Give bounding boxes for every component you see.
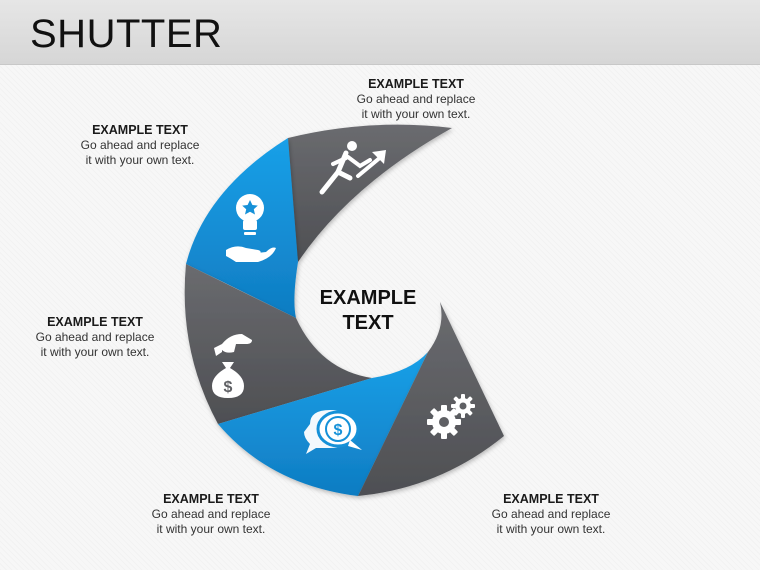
callout-body: Go ahead and replace it with your own te… bbox=[461, 507, 641, 537]
callout-top-right: EXAMPLE TEXT Go ahead and replace it wit… bbox=[326, 77, 506, 122]
callout-line2: it with your own text. bbox=[85, 153, 195, 167]
callout-body: Go ahead and replace it with your own te… bbox=[5, 330, 185, 360]
callout-left: EXAMPLE TEXT Go ahead and replace it wit… bbox=[5, 315, 185, 360]
center-label: EXAMPLE TEXT bbox=[300, 286, 436, 336]
callout-body: Go ahead and replace it with your own te… bbox=[121, 507, 301, 537]
callout-line2: it with your own text. bbox=[361, 107, 471, 121]
center-label-line2: TEXT bbox=[342, 312, 394, 334]
callout-body: Go ahead and replace it with your own te… bbox=[326, 92, 506, 122]
callout-heading: EXAMPLE TEXT bbox=[163, 492, 259, 506]
dollar-speech-bubble-icon: $ bbox=[304, 410, 362, 454]
callout-top-left: EXAMPLE TEXT Go ahead and replace it wit… bbox=[50, 123, 230, 168]
gears-icon bbox=[427, 394, 475, 439]
callout-heading: EXAMPLE TEXT bbox=[47, 315, 143, 329]
callout-heading: EXAMPLE TEXT bbox=[368, 77, 464, 91]
callout-heading: EXAMPLE TEXT bbox=[503, 492, 599, 506]
svg-text:$: $ bbox=[224, 379, 233, 396]
slide-title: SHUTTER bbox=[30, 12, 223, 56]
running-man-arrow-icon bbox=[319, 141, 386, 195]
callout-bottom-right: EXAMPLE TEXT Go ahead and replace it wit… bbox=[461, 492, 641, 537]
segment-right bbox=[358, 302, 504, 496]
center-label-line1: EXAMPLE bbox=[319, 287, 417, 309]
callout-line1: Go ahead and replace bbox=[356, 92, 476, 106]
callout-body: Go ahead and replace it with your own te… bbox=[50, 138, 230, 168]
callout-line2: it with your own text. bbox=[156, 522, 266, 536]
money-bag-hand-icon: $ bbox=[212, 334, 252, 398]
segment-top bbox=[287, 124, 452, 263]
segment-upper-left bbox=[186, 138, 298, 318]
callout-line2: it with your own text. bbox=[40, 345, 150, 359]
title-bar: SHUTTER bbox=[0, 0, 760, 65]
lightbulb-hand-icon bbox=[226, 194, 276, 262]
svg-text:$: $ bbox=[334, 422, 343, 439]
callout-line1: Go ahead and replace bbox=[151, 507, 271, 521]
callout-heading: EXAMPLE TEXT bbox=[92, 123, 188, 137]
callout-bottom-center: EXAMPLE TEXT Go ahead and replace it wit… bbox=[121, 492, 301, 537]
callout-line1: Go ahead and replace bbox=[35, 330, 155, 344]
callout-line1: Go ahead and replace bbox=[80, 138, 200, 152]
callout-line2: it with your own text. bbox=[496, 522, 606, 536]
callout-line1: Go ahead and replace bbox=[491, 507, 611, 521]
